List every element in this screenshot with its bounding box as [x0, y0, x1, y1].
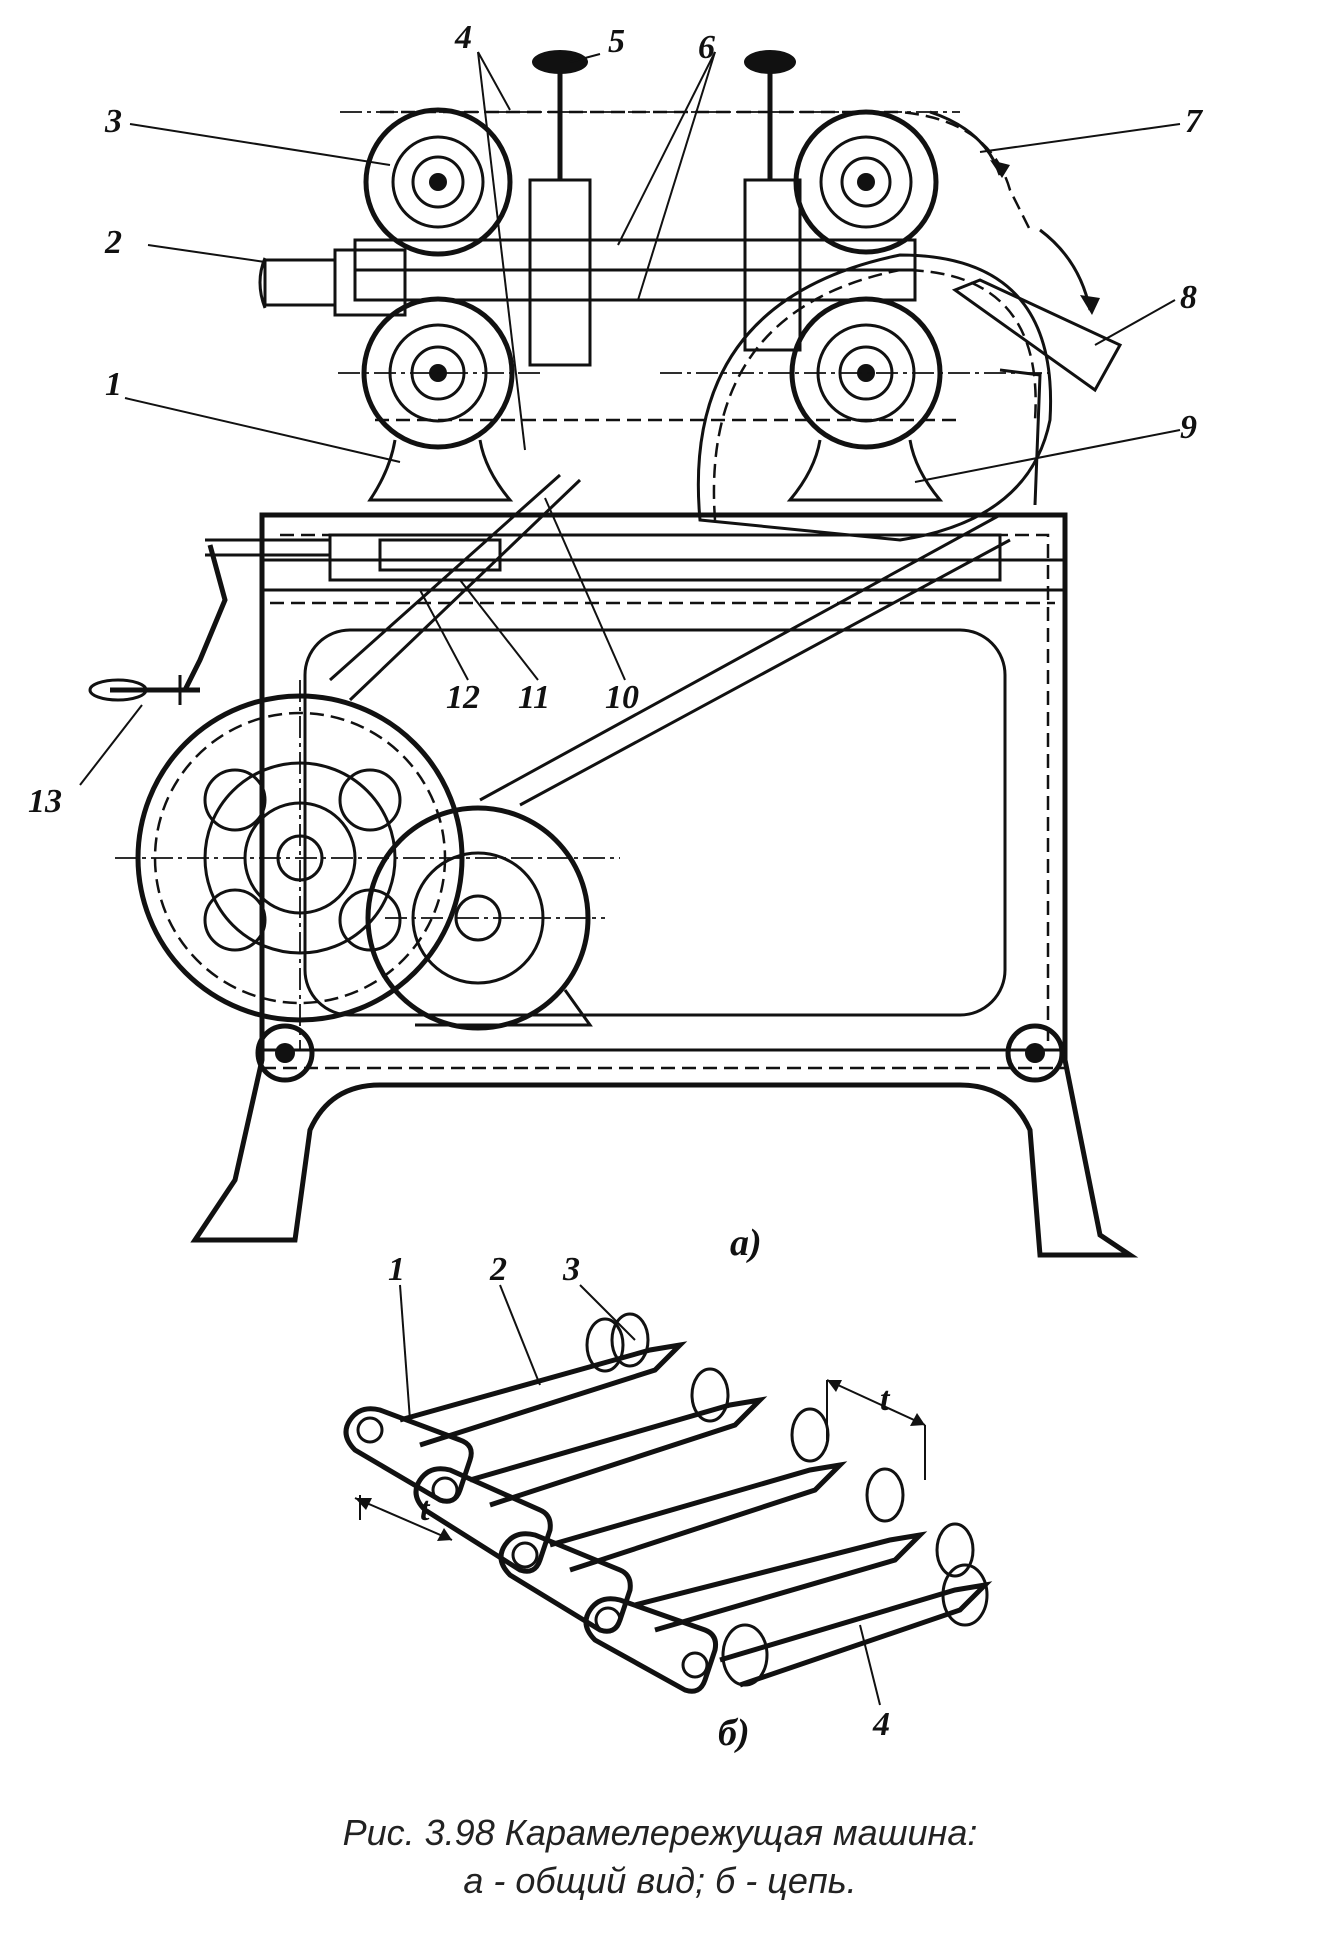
figure-caption-line-2: а - общий вид; б - цепь.	[463, 1860, 857, 1901]
foot-wheel-right	[1005, 1023, 1065, 1083]
callout-label-12: 12	[446, 679, 480, 716]
callout-label-11: 11	[518, 679, 550, 716]
callout-label-10: 10	[605, 679, 639, 716]
sublabel-a: а)	[730, 1222, 762, 1264]
adjusting-screw-left	[528, 50, 592, 367]
chain-detail-view: t t 1 2 3 4 б)	[343, 1251, 993, 1754]
chain-side-plate	[343, 1406, 474, 1504]
callout-label-8: 8	[1180, 279, 1197, 316]
callout-label-4: 4	[454, 19, 472, 56]
drive-belt-left	[329, 473, 561, 682]
pitch-dimension	[354, 1379, 926, 1541]
feed-nozzle	[258, 248, 407, 317]
roller-upper-right	[793, 109, 939, 255]
pitch-label-upper: t	[880, 1381, 891, 1418]
chain-callout-label-3: 3	[562, 1251, 580, 1288]
callout-leaders-b	[399, 1284, 881, 1706]
sublabel-b: б)	[718, 1712, 750, 1754]
pitch-label-lower: t	[420, 1491, 431, 1528]
figure-caption-line-1: Рис. 3.98 Карамелережущая машина:	[342, 1812, 978, 1853]
cutting-chain-loop	[696, 253, 1053, 542]
callout-label-7: 7	[1185, 103, 1204, 140]
callout-label-5: 5	[608, 23, 625, 60]
callout-label-9: 9	[1180, 409, 1197, 446]
callout-label-6: 6	[698, 29, 715, 66]
machine-general-view: 1 2 3 4 5 6 7 8 9 10 11 12 13 а)	[28, 19, 1204, 1264]
roller-upper-left	[363, 107, 513, 257]
foot-wheel-left	[255, 1023, 315, 1083]
slide-table	[205, 533, 1002, 582]
callout-label-13: 13	[28, 783, 62, 820]
drive-belt-right	[479, 513, 1001, 802]
callout-label-1: 1	[105, 366, 122, 403]
rotation-arrow-icon	[929, 110, 1002, 176]
crank-handle	[88, 544, 228, 705]
adjusting-screw-right	[743, 50, 802, 352]
upper-chain	[380, 110, 1032, 231]
output-tray	[951, 278, 1123, 506]
chain-knives	[399, 1341, 993, 1688]
callout-leaders-a	[79, 51, 1181, 786]
chain-callout-label-2: 2	[489, 1251, 507, 1288]
machine-frame	[190, 512, 1139, 1258]
callout-label-2: 2	[104, 224, 122, 261]
chain-callout-label-1: 1	[388, 1251, 405, 1288]
callout-label-3: 3	[104, 103, 122, 140]
chain-callout-label-4: 4	[872, 1706, 890, 1743]
